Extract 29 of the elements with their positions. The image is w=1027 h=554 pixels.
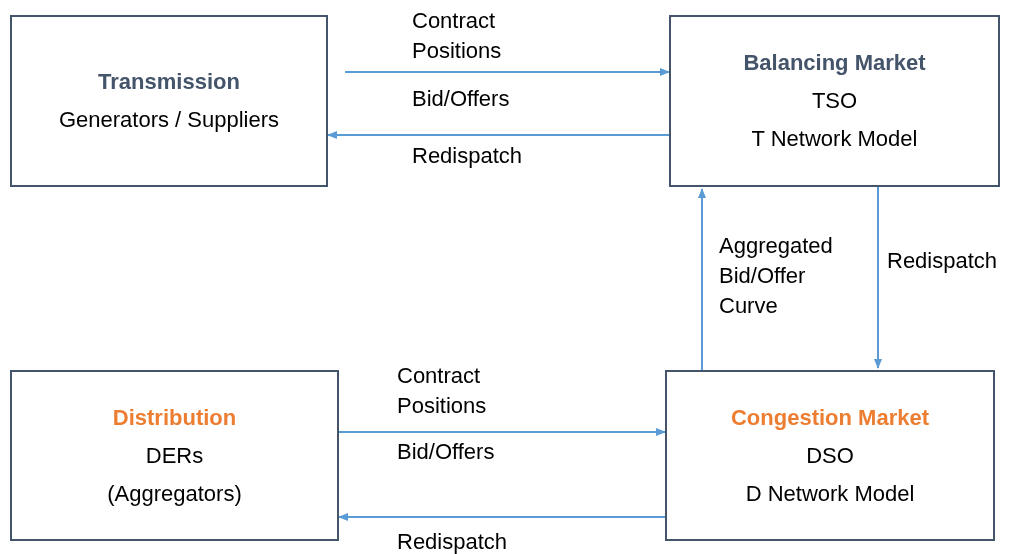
- arrow: [338, 513, 666, 521]
- edge-label: Redispatch: [887, 247, 999, 275]
- box-text: TSO: [811, 88, 858, 114]
- market-box: [10, 370, 339, 541]
- box-heading: Congestion Market: [731, 404, 929, 431]
- edge-label: Redispatch: [397, 528, 509, 554]
- arrow: [344, 68, 670, 76]
- box-heading: Distribution: [112, 404, 237, 431]
- box-text: DERs: [145, 442, 204, 469]
- edge-label: Contract Positions: [412, 7, 503, 65]
- market-box: [669, 15, 1000, 187]
- market-box: [665, 370, 995, 541]
- box-text: Generators / Suppliers: [58, 107, 280, 133]
- box-text: D Network Model: [745, 480, 915, 507]
- box-text: DSO: [806, 442, 854, 469]
- box-heading: Balancing Market: [743, 50, 926, 76]
- edge-label: Redispatch: [412, 142, 524, 170]
- arrow: [338, 428, 666, 436]
- arrow: [698, 188, 706, 371]
- flow-label: Bid/Offers: [397, 438, 495, 466]
- arrow: [874, 186, 882, 369]
- edge-label: Aggregated Bid/Offer Curve: [719, 232, 834, 320]
- box-text: (Aggregators): [107, 480, 242, 507]
- edge-label: Contract Positions: [397, 362, 488, 420]
- market-box: [10, 15, 328, 187]
- box-heading: Transmission: [98, 69, 240, 95]
- box-text: T Network Model: [751, 126, 918, 152]
- arrow: [327, 131, 670, 139]
- flow-label: Bid/Offers: [412, 85, 510, 113]
